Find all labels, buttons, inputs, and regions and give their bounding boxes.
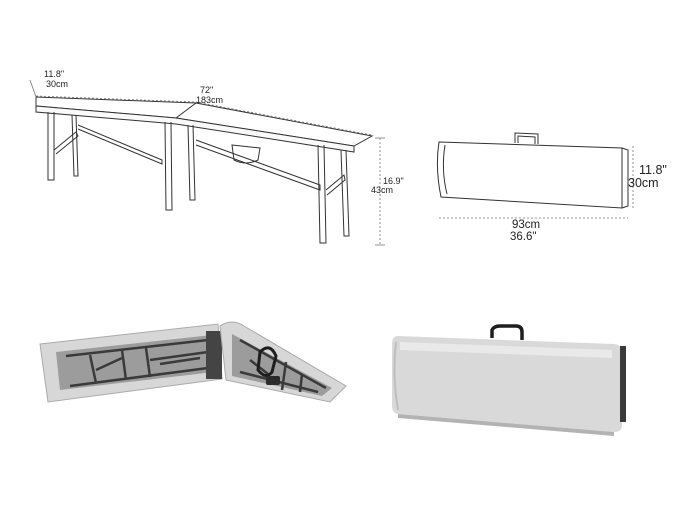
bench-braces [53, 124, 346, 196]
folded-handle [514, 132, 539, 144]
cup-holder [231, 144, 261, 164]
case-handle [490, 324, 524, 340]
bench-length-in: 72" [200, 85, 213, 95]
cup-holder-photo [266, 376, 280, 385]
bench-dimension-lines [29, 79, 385, 246]
folded-line-drawing [436, 132, 629, 209]
bench-legs [47, 112, 350, 244]
bench-length-cm: 183cm [196, 95, 223, 105]
folded-height-in: 11.8" [639, 163, 667, 177]
case-bevel [393, 341, 399, 411]
folded-case-body [436, 141, 623, 209]
folded-dimension-lines [439, 146, 634, 219]
bench-center-seam [175, 102, 197, 119]
case-bottom-shadow [398, 414, 614, 436]
bench-depth-cm: 30cm [46, 79, 68, 89]
folded-width-in: 36.6" [510, 231, 536, 243]
bench-line-drawing [35, 96, 374, 244]
case-body [392, 336, 622, 432]
opened-bench-photo [39, 321, 347, 403]
folded-case-side [621, 147, 629, 209]
case-frame-edge [620, 346, 626, 422]
bench-front-edge [35, 105, 355, 153]
bench-height-in: 16.9" [383, 176, 404, 186]
folded-case-inner-edge [442, 144, 448, 195]
carry-handle [256, 346, 278, 377]
bench-height-cm: 43cm [371, 185, 393, 195]
folded-case-photo [392, 324, 626, 436]
folded-width-cm: 93cm [512, 219, 540, 231]
bench-depth-in: 11.8" [44, 69, 64, 79]
case-highlight [400, 342, 612, 358]
folded-height-cm: 30cm [628, 176, 659, 190]
hinge-block [206, 331, 222, 379]
